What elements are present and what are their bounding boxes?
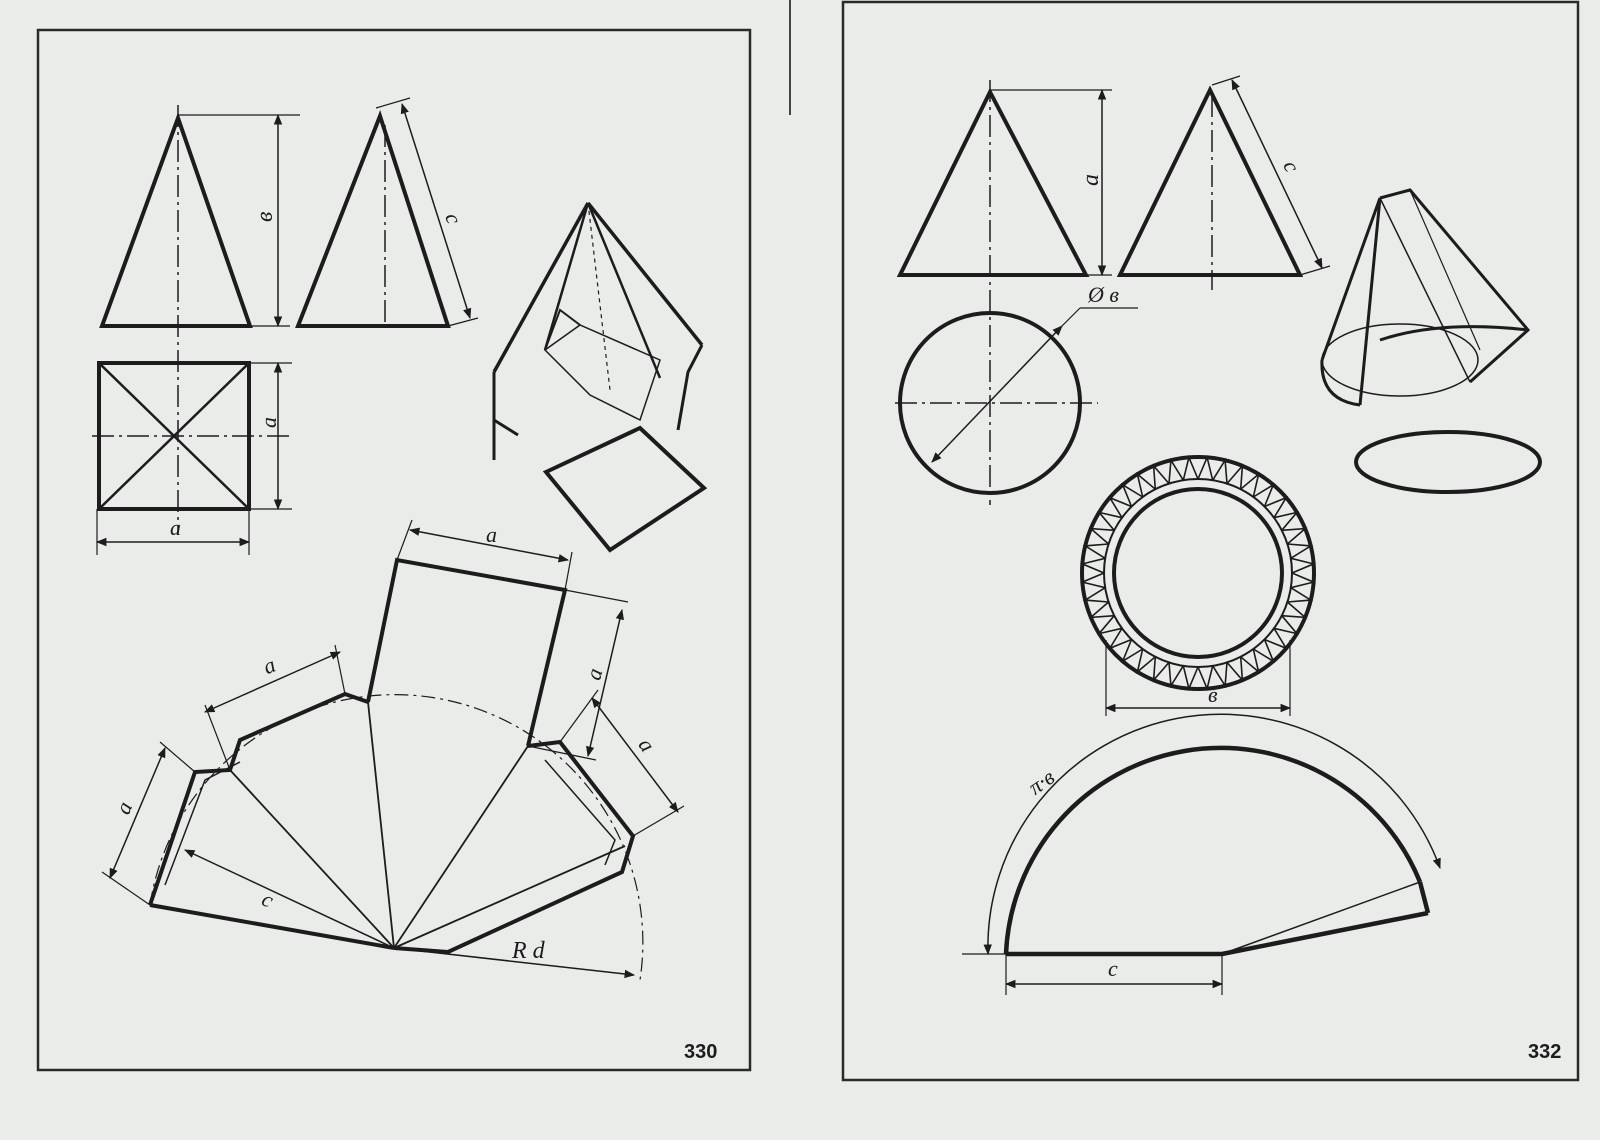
ring-tab — [1290, 557, 1317, 574]
ring-tab — [1088, 601, 1115, 619]
ring-tab — [1264, 496, 1289, 519]
ring-tab — [1212, 662, 1228, 689]
label-a-side-horizontal: a — [170, 515, 181, 540]
ring-tab — [1240, 471, 1260, 498]
cone-net-sector — [962, 713, 1441, 995]
left-frame — [36, 28, 752, 1072]
ring-tab — [1136, 648, 1156, 675]
label-net-a-top: a — [486, 522, 497, 547]
pyramid-top-view — [92, 361, 292, 555]
label-c-slant-cone: c — [1278, 157, 1305, 176]
ring-tab — [1088, 527, 1115, 545]
net-a-top-dimension — [408, 527, 570, 563]
label-ring-b: в — [1208, 682, 1218, 707]
ring-tab — [1182, 454, 1199, 481]
left-sheet: в c a a — [36, 28, 752, 1072]
ring-tab — [1287, 587, 1314, 603]
ring-tab — [1096, 511, 1123, 531]
net-a-right2-dimension — [591, 697, 679, 813]
ring-tab — [1240, 648, 1260, 675]
ring-tab — [1168, 457, 1184, 484]
ring-tab — [1264, 627, 1289, 650]
pyramid-isometric-view — [492, 201, 708, 553]
net-radius-dimension — [393, 947, 636, 979]
ring-tab — [1168, 662, 1184, 689]
label-diameter: Ø в — [1087, 282, 1119, 307]
pyramid-net — [101, 519, 685, 981]
ring-tab — [1079, 557, 1106, 574]
ring-tab — [1273, 511, 1300, 531]
ring-tab — [1096, 615, 1123, 635]
slant-c-dimension-cone — [1231, 79, 1323, 269]
label-b-height: в — [252, 212, 278, 222]
cone-base-ellipse — [1354, 430, 1542, 494]
label-net-a-left2: a — [110, 798, 137, 818]
ring-tab — [1197, 665, 1214, 692]
cone-isometric-view — [1320, 188, 1542, 494]
ring-tab — [1252, 639, 1275, 664]
ring-tab — [1079, 572, 1106, 589]
left-page-number: 330 — [684, 1041, 717, 1063]
label-net-a-left1: a — [259, 652, 279, 679]
ring-tab — [1226, 463, 1244, 490]
right-frame — [841, 0, 1580, 1082]
ring-tab — [1152, 656, 1170, 683]
net-a-left2-dimension — [109, 747, 166, 879]
label-net-c: c — [258, 886, 278, 913]
label-a-height: a — [1078, 174, 1104, 186]
slant-c-dimension — [400, 102, 472, 320]
cone-side-view — [1116, 75, 1331, 290]
ring-tab — [1287, 543, 1314, 559]
cone-front-view — [896, 80, 1112, 505]
right-page-number: 332 — [1528, 1041, 1561, 1063]
pyramid-side-view — [295, 97, 479, 328]
ring-tab — [1226, 656, 1244, 683]
cone-base-ring — [1079, 454, 1317, 716]
pyramid-front-view — [99, 105, 300, 535]
ring-tab — [1281, 601, 1308, 619]
label-net-a-right2: a — [634, 733, 661, 756]
ring-tab — [1273, 615, 1300, 635]
ring-tab — [1182, 665, 1199, 692]
ring-tab — [1082, 587, 1109, 603]
right-sheet: a c Ø в — [841, 0, 1580, 1082]
ring-tab — [1082, 543, 1109, 559]
ring-tab — [1197, 454, 1214, 481]
ring-tab — [1107, 496, 1132, 519]
net-a-left1-dimension — [204, 651, 341, 713]
label-net-c-cone: c — [1108, 956, 1118, 981]
ring-tab — [1121, 482, 1144, 507]
ring-tab — [1281, 527, 1308, 545]
cone-top-view — [895, 307, 1138, 495]
ring-tab — [1107, 627, 1132, 650]
ring-tab — [1121, 639, 1144, 664]
arc-length-dimension — [983, 713, 1441, 956]
label-c-slant: c — [440, 210, 467, 227]
base-square-isometric — [542, 425, 708, 553]
ring-tab — [1290, 572, 1317, 589]
ring-tab — [1152, 463, 1170, 490]
ring-tab — [1212, 457, 1228, 484]
diameter-dimension — [931, 325, 1063, 463]
label-a-side-vertical: a — [256, 417, 281, 428]
ring-tab — [1252, 482, 1275, 507]
ring-tab — [1136, 471, 1156, 498]
net-c-dimension — [184, 849, 395, 949]
label-arc-length: π·в — [1023, 764, 1059, 800]
label-net-a-right1: a — [580, 665, 607, 682]
label-net-radius: R d — [511, 938, 546, 964]
net-a-right1-dimension — [586, 608, 624, 758]
